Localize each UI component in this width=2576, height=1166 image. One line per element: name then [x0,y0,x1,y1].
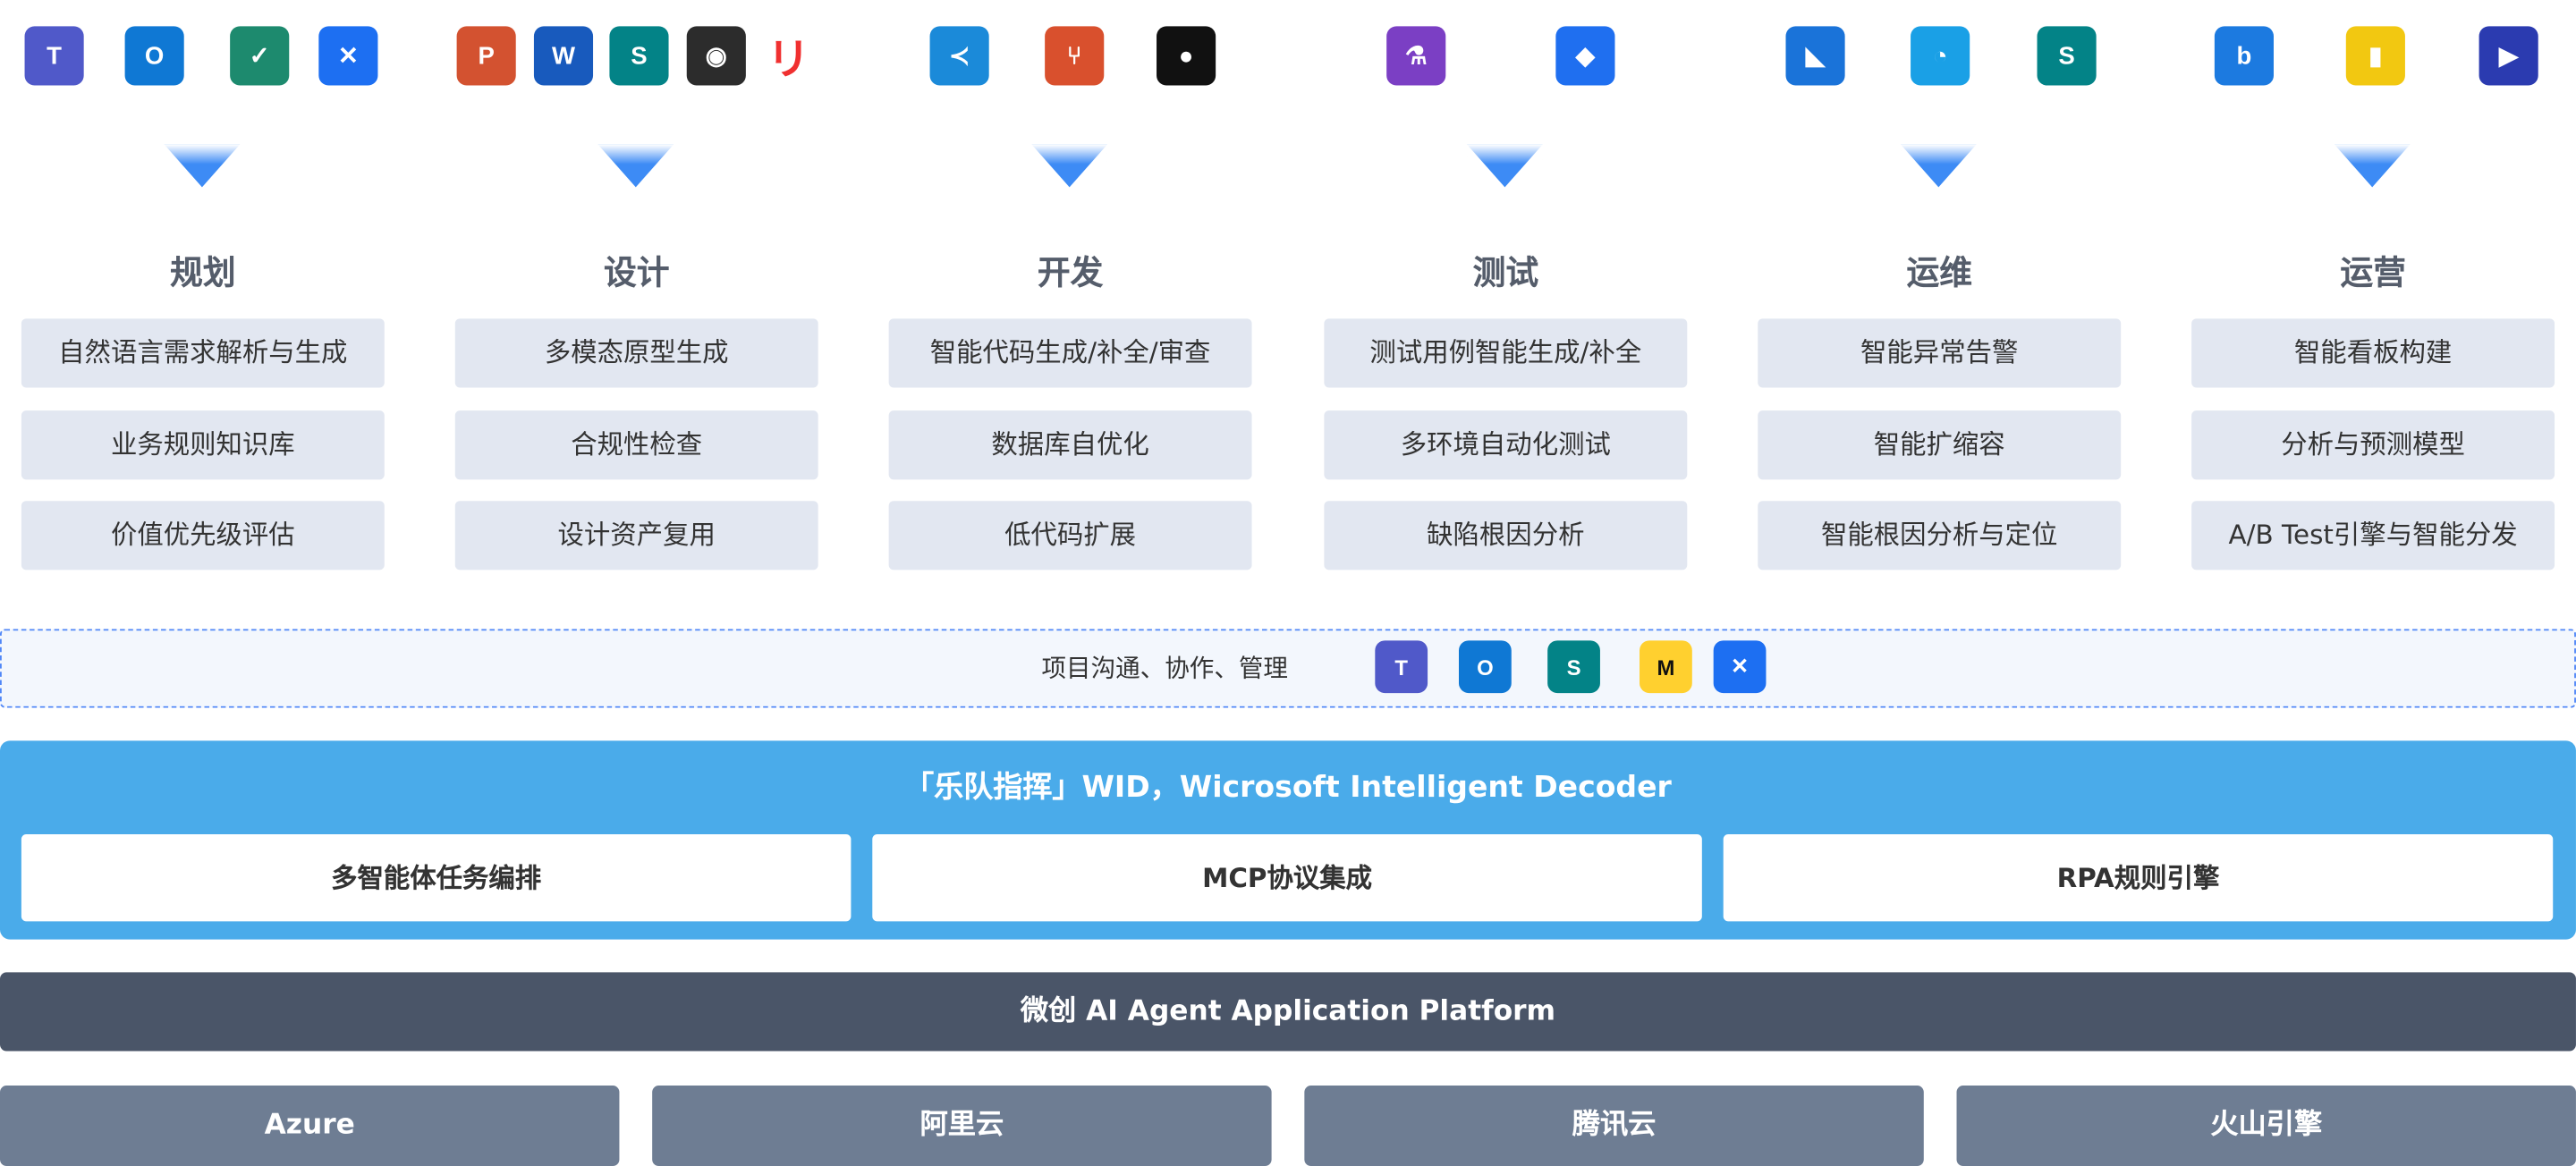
wid-band: 「乐队指挥」WID，Wicrosoft Intelligent Decoder … [0,740,2576,940]
miro-icon: M [1640,640,1692,694]
teams-icon: T [24,26,84,86]
column: 规划自然语言需求解析与生成业务规则知识库价值优先级评估 [21,247,385,593]
column: 运营智能看板构建分析与预测模型 A/B Test引擎与智能分发 [2191,247,2555,593]
module-mcp: MCP协议集成 [872,834,1702,922]
word-icon: W [533,26,594,86]
planner-icon: ✓ [230,26,290,86]
down-arrow-icon [1031,144,1107,188]
module-multi-agent: 多智能体任务编排 [21,834,852,922]
powerbi-icon: ▮ [2345,26,2405,86]
capability-item: 自然语言需求解析与生成 [21,318,385,388]
sharepoint-icon: S [609,26,669,86]
speedometer-icon: ◔ [1911,26,1970,86]
capability-item: A/B Test引擎与智能分发 [2191,501,2555,570]
column: 开发智能代码生成/补全/审查数据库自优化低代码扩展 [888,247,1252,593]
capability-item: 智能代码生成/补全/审查 [888,318,1252,388]
wid-title: 「乐队指挥」WID，Wicrosoft Intelligent Decoder [904,770,1672,805]
down-arrow-icon [597,144,674,188]
down-arrow-icon [1901,144,1977,188]
capability-item: 设计资产复用 [454,501,818,570]
flask-icon: ⚗ [1386,26,1446,86]
capability-item: 数据库自优化 [888,410,1252,479]
column-title: 开发 [1037,252,1104,292]
capability-item: 缺陷根因分析 [1324,501,1688,570]
red-brand-icon: リ [758,26,818,86]
down-arrow-icon [164,144,241,188]
jira-icon: ◆ [1555,26,1615,86]
cloud-azure: Azure [0,1086,620,1166]
sharepoint-icon: S [2037,26,2097,86]
capability-item: 分析与预测模型 [2191,410,2555,479]
column-title: 设计 [603,252,670,292]
module-rpa: RPA规则引擎 [1723,834,2554,922]
vscode-icon: ≺ [929,26,989,86]
git-icon: ⑂ [1045,26,1105,86]
cloud-volcengine: 火山引擎 [1956,1086,2576,1166]
capability-item: 测试用例智能生成/补全 [1324,318,1688,388]
capability-item: 智能看板构建 [2191,318,2555,388]
capability-item: 智能根因分析与定位 [1758,501,2122,570]
capability-item: 业务规则知识库 [21,410,385,479]
capability-item: 多环境自动化测试 [1324,410,1688,479]
capability-item: 智能扩缩容 [1758,410,2122,479]
column: 运维智能异常告警智能扩缩容智能根因分析与定位 [1758,247,2122,593]
outlook-icon: O [124,26,184,86]
capability-item: 智能异常告警 [1758,318,2122,388]
confluence-icon: ✕ [1713,640,1767,694]
capability-item: 合规性检查 [454,410,818,479]
collaboration-label: 项目沟通、协作、管理 [1041,654,1289,684]
platform-bar: 微创 AI Agent Application Platform [0,972,2576,1052]
column-title: 规划 [170,252,236,292]
sharepoint-icon: S [1547,640,1600,694]
cloud-tencent: 腾讯云 [1304,1086,1924,1166]
bing-icon: b [2214,26,2274,86]
github-icon: ● [1157,26,1216,86]
confluence-icon: ✕ [318,26,378,86]
column: 设计多模态原型生成合规性检查设计资产复用 [454,247,818,593]
column: 测试测试用例智能生成/补全多环境自动化测试缺陷根因分析 [1324,247,1688,593]
down-arrow-icon [2334,144,2411,188]
capability-item: 多模态原型生成 [454,318,818,388]
dynamics-icon: ▶ [2479,26,2538,86]
figma-icon: ◉ [686,26,746,86]
outlook-icon: O [1458,640,1512,694]
powerpoint-icon: P [456,26,516,86]
azure-devops-icon: ◣ [1785,26,1845,86]
column-title: 运维 [1906,252,1972,292]
capability-item: 低代码扩展 [888,501,1252,570]
cloud-aliyun: 阿里云 [652,1086,1272,1166]
down-arrow-icon [1467,144,1543,188]
teams-icon: T [1375,640,1428,694]
capability-item: 价值优先级评估 [21,501,385,570]
column-title: 测试 [1472,252,1539,292]
column-title: 运营 [2340,252,2406,292]
